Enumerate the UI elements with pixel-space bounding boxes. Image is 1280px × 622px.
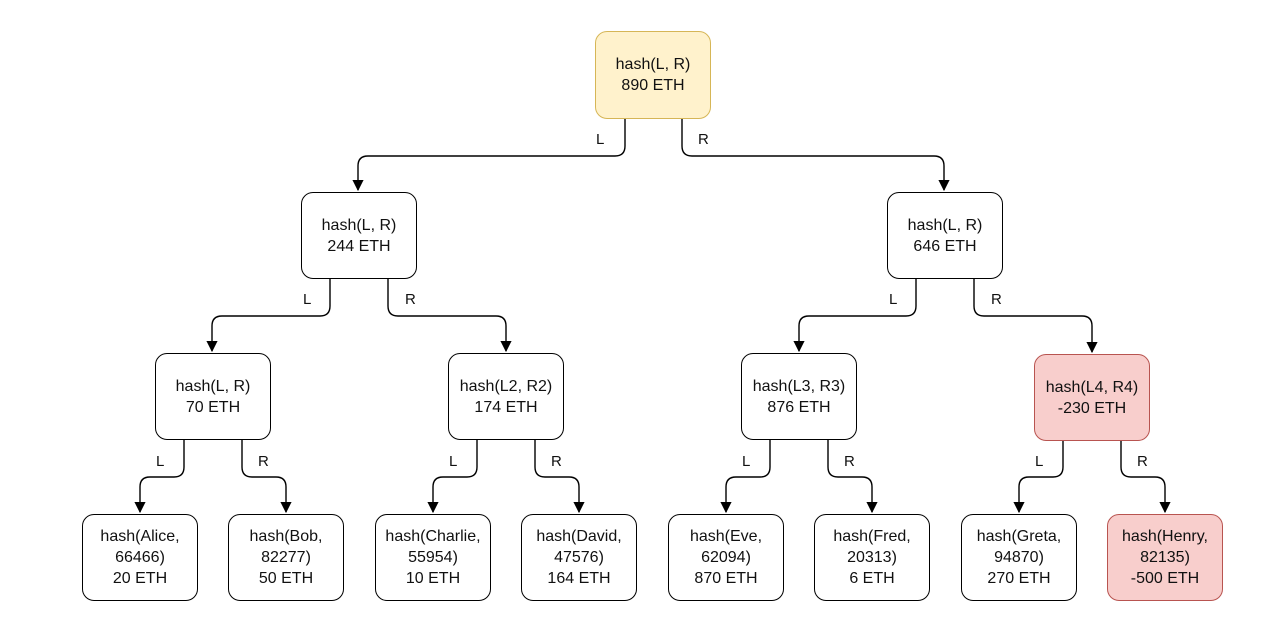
edge-rl-eve (720, 440, 771, 514)
leaf-hash: hash(Alice, (100, 528, 180, 545)
edge-rr-greta (1013, 441, 1064, 514)
edge-rr-henry (1120, 441, 1171, 514)
leaf-nonce: 82277) (261, 549, 311, 566)
edge-r-rr (973, 279, 1098, 354)
leaf-hash: hash(Charlie, (385, 528, 481, 545)
edge-label-right: R (550, 453, 563, 471)
edge-l-ll (206, 279, 331, 353)
edge-label-left: L (595, 131, 606, 149)
node-hash: hash(L2, R2) (459, 377, 553, 395)
edge-label-left: L (888, 291, 899, 309)
leaf-nonce: 66466) (115, 549, 165, 566)
node-balance: 876 ETH (767, 398, 831, 416)
node-balance: 70 ETH (185, 398, 241, 416)
leaf-balance: 870 ETH (694, 570, 758, 587)
leaf-balance: 6 ETH (849, 570, 895, 587)
node-ll: hash(L, R) 70 ETH (155, 353, 271, 440)
leaf-nonce: 62094) (701, 549, 751, 566)
leaf-greta: hash(Greta, 94870) 270 ETH (961, 514, 1077, 601)
leaf-hash: hash(Eve, (689, 528, 763, 545)
edge-ll-alice (134, 440, 185, 514)
leaf-nonce: 94870) (994, 549, 1044, 566)
leaf-nonce: 47576) (554, 549, 604, 566)
leaf-nonce: 55954) (408, 549, 458, 566)
edge-label-right: R (697, 131, 710, 149)
edge-label-right: R (404, 291, 417, 309)
leaf-nonce: 20313) (847, 549, 897, 566)
node-rr: hash(L4, R4) -230 ETH (1034, 354, 1150, 441)
edge-rl-fred (827, 440, 878, 514)
node-hash: hash(L, R) (175, 377, 251, 395)
edge-label-right: R (257, 453, 270, 471)
leaf-nonce: 82135) (1140, 549, 1190, 566)
node-rl: hash(L3, R3) 876 ETH (741, 353, 857, 440)
edge-label-left: L (302, 291, 313, 309)
node-hash: hash(L, R) (907, 216, 983, 234)
leaf-balance: -500 ETH (1130, 570, 1200, 587)
leaf-alice: hash(Alice, 66466) 20 ETH (82, 514, 198, 601)
edge-label-right: R (990, 291, 1003, 309)
leaf-bob: hash(Bob, 82277) 50 ETH (228, 514, 344, 601)
leaf-hash: hash(Bob, (249, 528, 323, 545)
edge-ll-bob (241, 440, 292, 514)
node-hash: hash(L3, R3) (752, 377, 846, 395)
edge-r-rl (793, 279, 917, 353)
edge-label-left: L (155, 453, 166, 471)
leaf-henry: hash(Henry, 82135) -500 ETH (1107, 514, 1223, 601)
leaf-hash: hash(Fred, (833, 528, 911, 545)
leaf-eve: hash(Eve, 62094) 870 ETH (668, 514, 784, 601)
leaf-balance: 164 ETH (547, 570, 611, 587)
leaf-balance: 20 ETH (112, 570, 168, 587)
edge-lr-david (534, 440, 585, 514)
node-hash: hash(L, R) (615, 56, 691, 73)
node-balance: -230 ETH (1057, 399, 1127, 417)
node-hash: hash(L, R) (321, 216, 397, 234)
node-balance: 646 ETH (913, 237, 977, 255)
edge-label-left: L (448, 453, 459, 471)
leaf-hash: hash(Greta, (976, 528, 1062, 545)
leaf-fred: hash(Fred, 20313) 6 ETH (814, 514, 930, 601)
node-balance: 174 ETH (474, 398, 538, 416)
leaf-charlie: hash(Charlie, 55954) 10 ETH (375, 514, 491, 601)
node-r: hash(L, R) 646 ETH (887, 192, 1003, 279)
node-balance: 244 ETH (327, 237, 391, 255)
leaf-hash: hash(Henry, (1122, 528, 1208, 545)
node-hash: hash(L4, R4) (1045, 378, 1139, 396)
leaf-balance: 10 ETH (405, 570, 461, 587)
edge-label-left: L (1034, 453, 1045, 471)
leaf-david: hash(David, 47576) 164 ETH (521, 514, 637, 601)
node-lr: hash(L2, R2) 174 ETH (448, 353, 564, 440)
edge-root-l (352, 119, 626, 192)
leaf-hash: hash(David, (536, 528, 622, 545)
edge-label-left: L (741, 453, 752, 471)
edge-l-lr (387, 279, 512, 353)
edge-label-right: R (843, 453, 856, 471)
root-node: hash(L, R) 890 ETH (595, 31, 711, 119)
leaf-balance: 50 ETH (258, 570, 314, 587)
node-l: hash(L, R) 244 ETH (301, 192, 417, 279)
edge-label-right: R (1136, 453, 1149, 471)
edge-root-r (681, 119, 950, 192)
edge-lr-charlie (427, 440, 478, 514)
leaf-balance: 270 ETH (987, 570, 1051, 587)
node-balance: 890 ETH (621, 77, 685, 94)
